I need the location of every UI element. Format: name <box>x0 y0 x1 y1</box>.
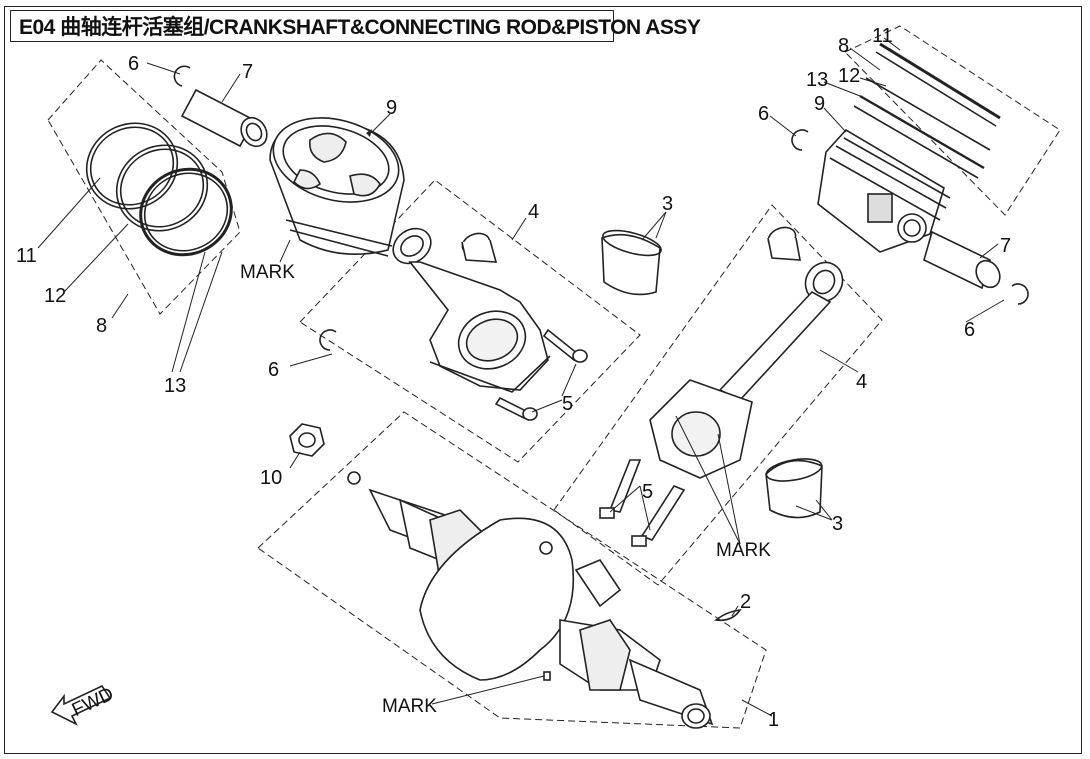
group-box-crankshaft <box>257 411 767 729</box>
callout-3-bearing-left: 3 <box>662 193 673 215</box>
callout-12-right: 12 <box>838 65 860 87</box>
fwd-arrow-icon: FWD <box>50 684 117 726</box>
mark-label-piston-left: MARK <box>240 262 295 283</box>
conrod-bolts-right <box>599 459 686 547</box>
woodruff-key <box>714 608 742 622</box>
piston-pin-right <box>923 230 1001 290</box>
group-box-rings-right <box>844 25 1061 216</box>
piston-right <box>817 128 951 253</box>
circlip-bottom-right <box>1011 283 1029 305</box>
callout-5-bolts-right: 5 <box>642 481 653 503</box>
diagram-title: E04 曲轴连杆活塞组/CRANKSHAFT&CONNECTING ROD&PI… <box>10 10 701 42</box>
callout-7-pin-right: 7 <box>1000 235 1011 257</box>
callout-6-circlip-top-right: 6 <box>758 103 769 125</box>
circlip-top-right <box>791 129 809 151</box>
fwd-label: FWD <box>69 684 117 721</box>
piston-rings-right <box>853 42 1001 179</box>
bearing-shell-left <box>601 229 662 296</box>
piston-left <box>269 117 405 257</box>
conrod-bolts-left <box>494 328 588 421</box>
callout-8-left: 8 <box>96 315 107 337</box>
callout-3-bearing-right: 3 <box>832 513 843 535</box>
small-end-bush-right <box>767 226 801 261</box>
piston-rings-left <box>85 122 233 257</box>
connecting-rod-right <box>649 261 844 479</box>
callout-4-conrod-left: 4 <box>528 201 539 223</box>
circlip-top-left <box>173 65 191 87</box>
circlip-bottom-left <box>319 329 337 351</box>
callout-11-right: 11 <box>872 25 893 47</box>
piston-pin-left <box>180 88 268 148</box>
callout-13-left: 13 <box>164 375 186 397</box>
nut <box>289 423 325 457</box>
drawing-frame <box>4 6 1082 754</box>
callout-5-bolts-left: 5 <box>562 393 573 415</box>
callout-6-circlip-bottom-left: 6 <box>268 359 279 381</box>
callout-9-piston-right: 9 <box>814 93 825 115</box>
callout-6-circlip-bottom-right: 6 <box>964 319 975 341</box>
mark-label-crankshaft: MARK <box>382 696 437 717</box>
callout-11-left: 11 <box>16 245 37 267</box>
callout-7-pin-left: 7 <box>242 61 253 83</box>
callout-2-key: 2 <box>740 591 751 613</box>
leader-lines <box>37 37 1005 717</box>
crankshaft <box>368 488 714 729</box>
mark-label-conrod-right: MARK <box>716 540 771 561</box>
group-box-conrod-left <box>299 179 641 463</box>
connecting-rod-left <box>392 227 551 393</box>
callout-9-piston-left: 9 <box>386 97 397 119</box>
bearing-shell-right <box>765 458 823 519</box>
callout-13-right: 13 <box>806 69 828 91</box>
group-box-conrod-right <box>553 204 883 586</box>
callout-4-conrod-right: 4 <box>856 371 867 393</box>
ball <box>347 471 361 485</box>
small-end-bush-left <box>461 232 498 263</box>
callout-6-circlip-top-left: 6 <box>128 53 139 75</box>
callout-1-crankshaft: 1 <box>768 709 779 731</box>
callout-10-nut: 10 <box>260 467 282 489</box>
callout-12-left: 12 <box>44 285 66 307</box>
callout-8-right: 8 <box>838 35 849 57</box>
